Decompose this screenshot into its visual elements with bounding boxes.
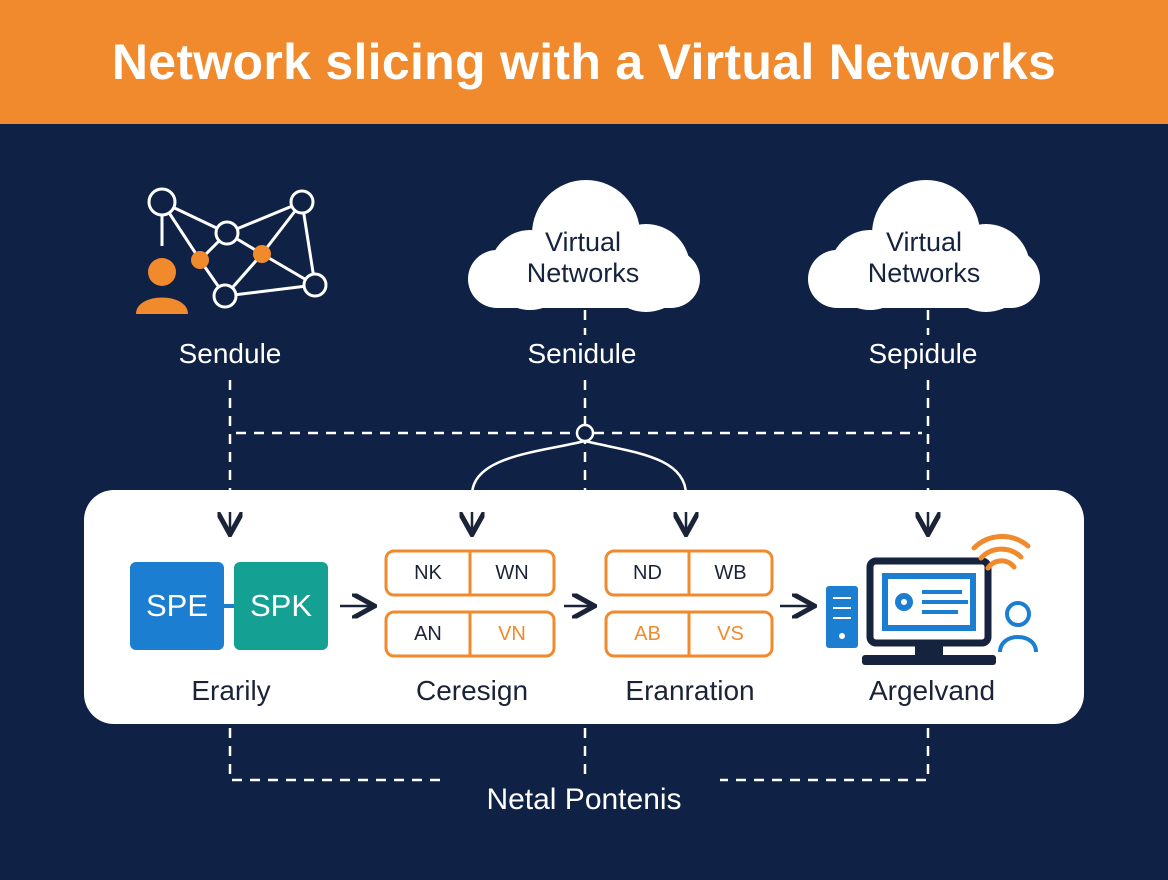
spe-block: SPE (130, 562, 224, 650)
user-icon (136, 258, 188, 314)
top-label-sendule: Sendule (178, 338, 282, 369)
stage-label-erarily: Erarily (191, 675, 271, 706)
bottom-label: Netal Pontenis (486, 783, 682, 816)
cloud-icon (808, 180, 1040, 312)
spk-block: SPK (234, 562, 328, 650)
cloud-2-line2: Networks (867, 258, 981, 288)
network-graph-icon (147, 187, 328, 309)
cloud-2-line1: Virtual (885, 227, 963, 257)
stage-label-eranration: Eranration (625, 675, 755, 706)
cloud-label-2: Virtual Networks (824, 227, 1024, 289)
diagram-title: Network slicing with a Virtual Networks (111, 34, 1057, 90)
table-cell: NK (414, 561, 442, 584)
cloud-icon (468, 180, 700, 312)
stage-label-argelvand: Argelvand (868, 675, 996, 706)
table-cell: AN (414, 622, 442, 645)
table-cell: WN (495, 561, 529, 584)
cloud-label-1: Virtual Networks (483, 227, 683, 289)
table-cell: VS (717, 622, 744, 645)
cloud-1-line1: Virtual (544, 227, 622, 257)
person-icon (998, 601, 1038, 653)
top-label-sepidule: Sepidule (868, 338, 978, 369)
dashed-connectors (228, 310, 930, 782)
server-icon (826, 586, 858, 648)
table-cell: AB (634, 622, 661, 645)
stage-label-ceresign: Ceresign (415, 675, 529, 706)
table-cell: ND (633, 561, 662, 584)
slice-table-eranration (604, 549, 774, 658)
slice-table-ceresign (384, 549, 556, 658)
monitor-icon (862, 557, 996, 665)
table-cell: VN (498, 622, 526, 645)
down-arrows (230, 512, 928, 532)
wifi-icon (971, 534, 1031, 571)
cloud-1-line2: Networks (526, 258, 640, 288)
top-label-senidule: Senidule (527, 338, 637, 369)
table-cell: WB (714, 561, 747, 584)
splitter (470, 423, 688, 496)
title-banner: Network slicing with a Virtual Networks (0, 0, 1168, 124)
